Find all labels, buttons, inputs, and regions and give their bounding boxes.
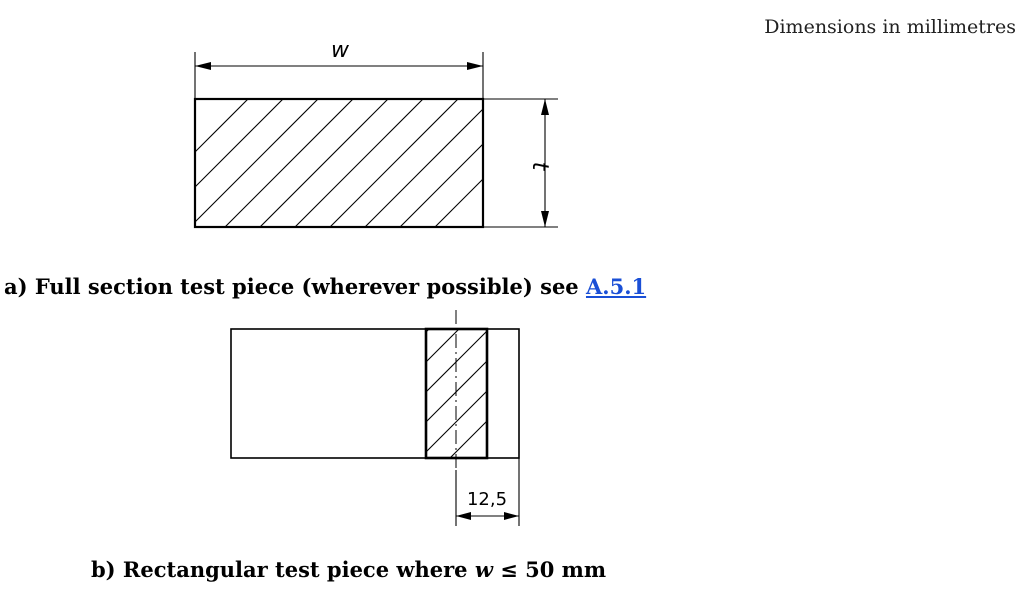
thickness-dimension	[483, 98, 558, 228]
figure-b-hatching	[426, 329, 487, 458]
figure-b-caption-suffix: ≤ 50 mm	[492, 557, 607, 582]
figure-a-hatching	[195, 99, 483, 227]
figure-a: w t	[193, 38, 558, 229]
figure-a-section-outline	[193, 97, 485, 229]
width-label: w	[331, 38, 350, 63]
clause-link[interactable]: A.5.1	[585, 274, 647, 299]
offset-dimension	[455, 458, 520, 526]
figure-b-caption-prefix: b) Rectangular test piece where	[91, 557, 475, 582]
figure-b-plate-outline	[230, 328, 520, 459]
figure-b: 12,5	[230, 310, 520, 526]
figure-a-caption-text: a) Full section test piece (wherever pos…	[4, 274, 586, 299]
thickness-label: t	[527, 162, 552, 172]
width-dimension	[194, 52, 484, 99]
dimensions-note: Dimensions in millimetres	[764, 16, 1016, 38]
figure-b-caption-variable: w	[474, 557, 493, 582]
figure-a-caption: a) Full section test piece (wherever pos…	[4, 274, 646, 299]
figure-b-caption: b) Rectangular test piece where w ≤ 50 m…	[91, 557, 606, 582]
offset-dimension-value: 12,5	[467, 489, 507, 510]
